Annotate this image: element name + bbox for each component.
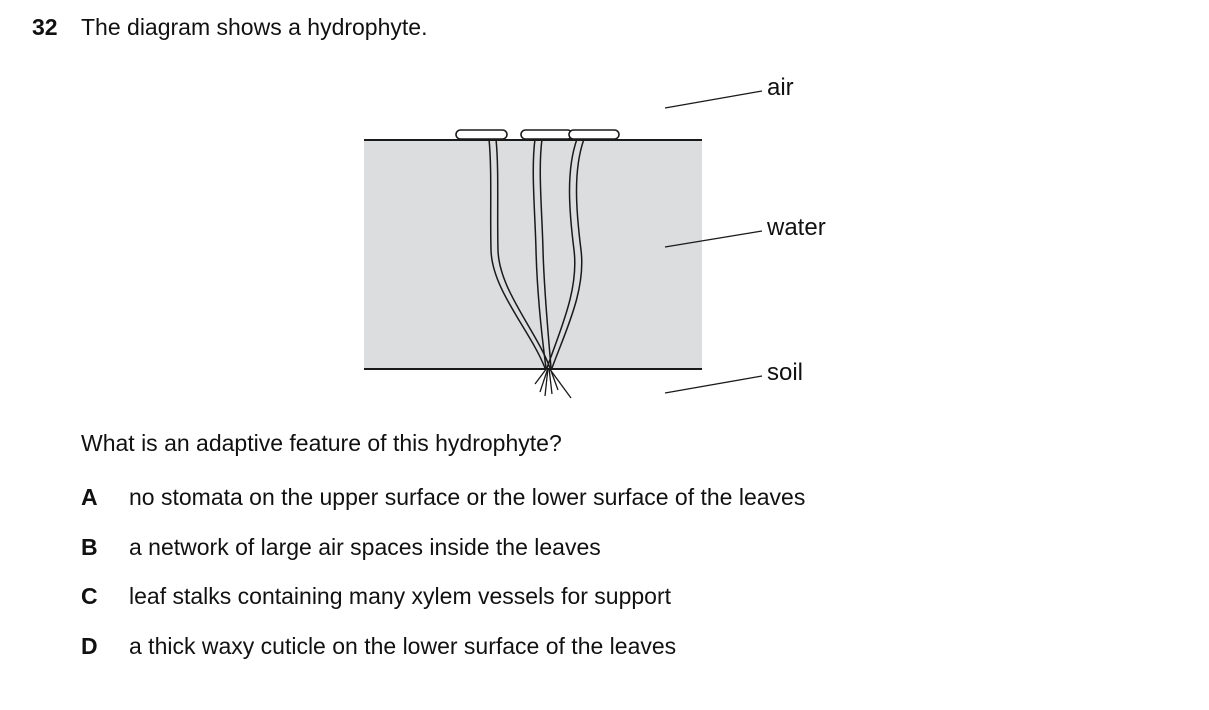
option-letter: A — [81, 484, 98, 510]
soil-label: soil — [767, 359, 803, 386]
question-stem: The diagram shows a hydrophyte. — [81, 14, 428, 40]
option-text: a thick waxy cuticle on the lower surfac… — [129, 633, 677, 659]
floating-leaf — [568, 129, 620, 140]
leaf-stalks — [488, 138, 585, 369]
roots — [534, 367, 572, 399]
option-letter: C — [81, 583, 98, 609]
option-d[interactable]: D a thick waxy cuticle on the lower surf… — [81, 633, 676, 660]
option-c[interactable]: C leaf stalks containing many xylem vess… — [81, 583, 671, 610]
soil-label-line — [664, 375, 763, 394]
option-text: no stomata on the upper surface or the l… — [129, 484, 806, 510]
hydrophyte-diagram: air water soil — [364, 74, 826, 399]
air-label-line — [664, 90, 763, 109]
water-label-line — [664, 230, 763, 248]
option-letter: B — [81, 534, 98, 560]
option-b[interactable]: B a network of large air spaces inside t… — [81, 534, 601, 561]
option-letter: D — [81, 633, 98, 659]
water-label: water — [766, 214, 826, 241]
floating-leaf — [455, 129, 508, 140]
question-prompt: What is an adaptive feature of this hydr… — [81, 430, 562, 456]
option-text: a network of large air spaces inside the… — [129, 534, 601, 560]
floating-leaf — [520, 129, 573, 140]
question-number: 32 — [32, 14, 58, 40]
option-a[interactable]: A no stomata on the upper surface or the… — [81, 484, 805, 511]
option-text: leaf stalks containing many xylem vessel… — [129, 583, 672, 609]
air-label: air — [767, 74, 794, 101]
